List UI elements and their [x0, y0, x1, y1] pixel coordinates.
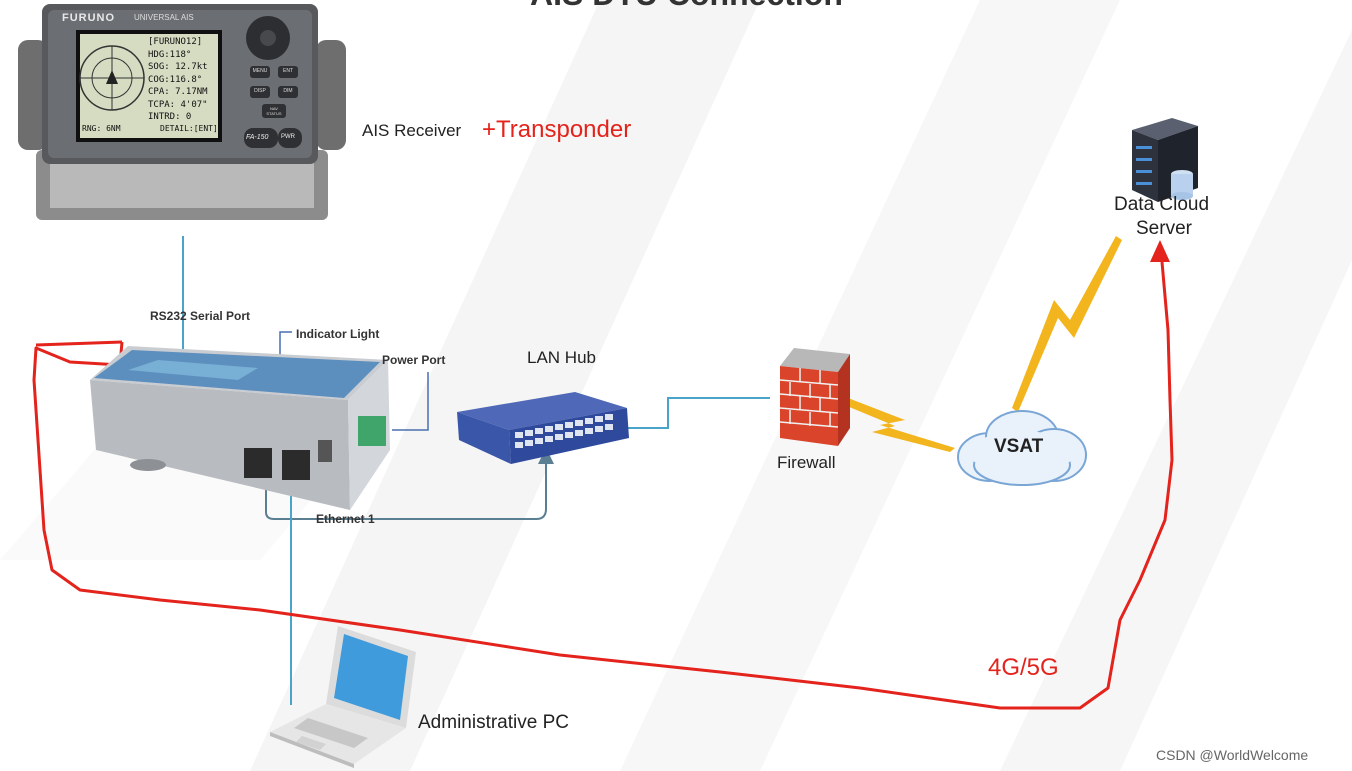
admin-pc-label: Administrative PC: [418, 712, 569, 733]
power-port-label: Power Port: [382, 353, 446, 367]
lan-hub-label: LAN Hub: [527, 348, 596, 367]
watermark: CSDN @WorldWelcome: [1156, 747, 1309, 763]
ent-button[interactable]: ENT: [283, 68, 293, 74]
ais-screen-lines: [FURUNO12] HDG:118° SOG: 12.7kt COG:116.…: [148, 36, 208, 124]
disp-button[interactable]: DISP: [254, 88, 266, 94]
screen-line: INTRD: 0: [148, 112, 192, 122]
page-title: AIS DTU Connection: [530, 0, 843, 13]
power-button[interactable]: PWR: [281, 134, 295, 140]
screen-line: TCPA: 4'07": [148, 99, 208, 110]
screen-line: [FURUNO12]: [148, 37, 203, 47]
server-label: Server: [1136, 218, 1192, 239]
ethernet-label: Ethernet 1: [316, 512, 375, 526]
server-icon: [1132, 118, 1198, 202]
cellular-link: [32, 261, 1174, 710]
vsat-cloud-icon: [957, 410, 1087, 486]
ais-model-text: UNIVERSAL AIS: [134, 13, 194, 22]
lightning-vsat-server: [1012, 236, 1122, 412]
power-leader: [392, 372, 429, 431]
dim-button[interactable]: DIM: [283, 88, 293, 94]
hub-firewall-wire: [628, 397, 770, 429]
firewall-label: Firewall: [777, 453, 836, 472]
screen-line: HDG:118°: [148, 49, 192, 60]
rs232-label: RS232 Serial Port: [150, 309, 251, 323]
cellular-arrow: [1150, 240, 1170, 262]
ais-receiver-label: AIS Receiver: [362, 121, 462, 140]
lightning-firewall-vsat: [842, 398, 955, 452]
transponder-label: +Transponder: [482, 116, 632, 143]
firewall-icon: [779, 348, 850, 446]
cellular-label: 4G/5G: [988, 654, 1059, 681]
nav-status-button[interactable]: NAV STATUS: [266, 106, 282, 116]
dtu-device: [90, 346, 390, 510]
screen-footer-right: DETAIL:[ENT]: [160, 124, 218, 133]
screen-line: COG:116.8°: [148, 74, 203, 85]
screen-line: CPA: 7.17NM: [148, 87, 208, 97]
lan-hub-icon: [457, 392, 629, 464]
ethernet-wire: [265, 460, 547, 520]
screen-line: SOG: 12.7kt: [148, 62, 208, 72]
ais-device-panel: FURUNO UNIVERSAL AIS [FURUNO12] HDG:118°…: [0, 0, 356, 236]
vsat-label: VSAT: [994, 436, 1044, 457]
indicator-light-label: Indicator Light: [296, 327, 380, 341]
model-badge: FA-150: [246, 134, 269, 141]
ais-brand: FURUNO: [62, 12, 116, 24]
indicator-leader: [279, 331, 292, 365]
menu-button[interactable]: MENU: [252, 68, 268, 74]
ais-device-illustration: [18, 4, 346, 220]
screen-footer-left: RNG: 6NM: [82, 124, 121, 133]
data-cloud-label: Data Cloud: [1114, 194, 1210, 215]
laptop-icon: [270, 626, 416, 768]
